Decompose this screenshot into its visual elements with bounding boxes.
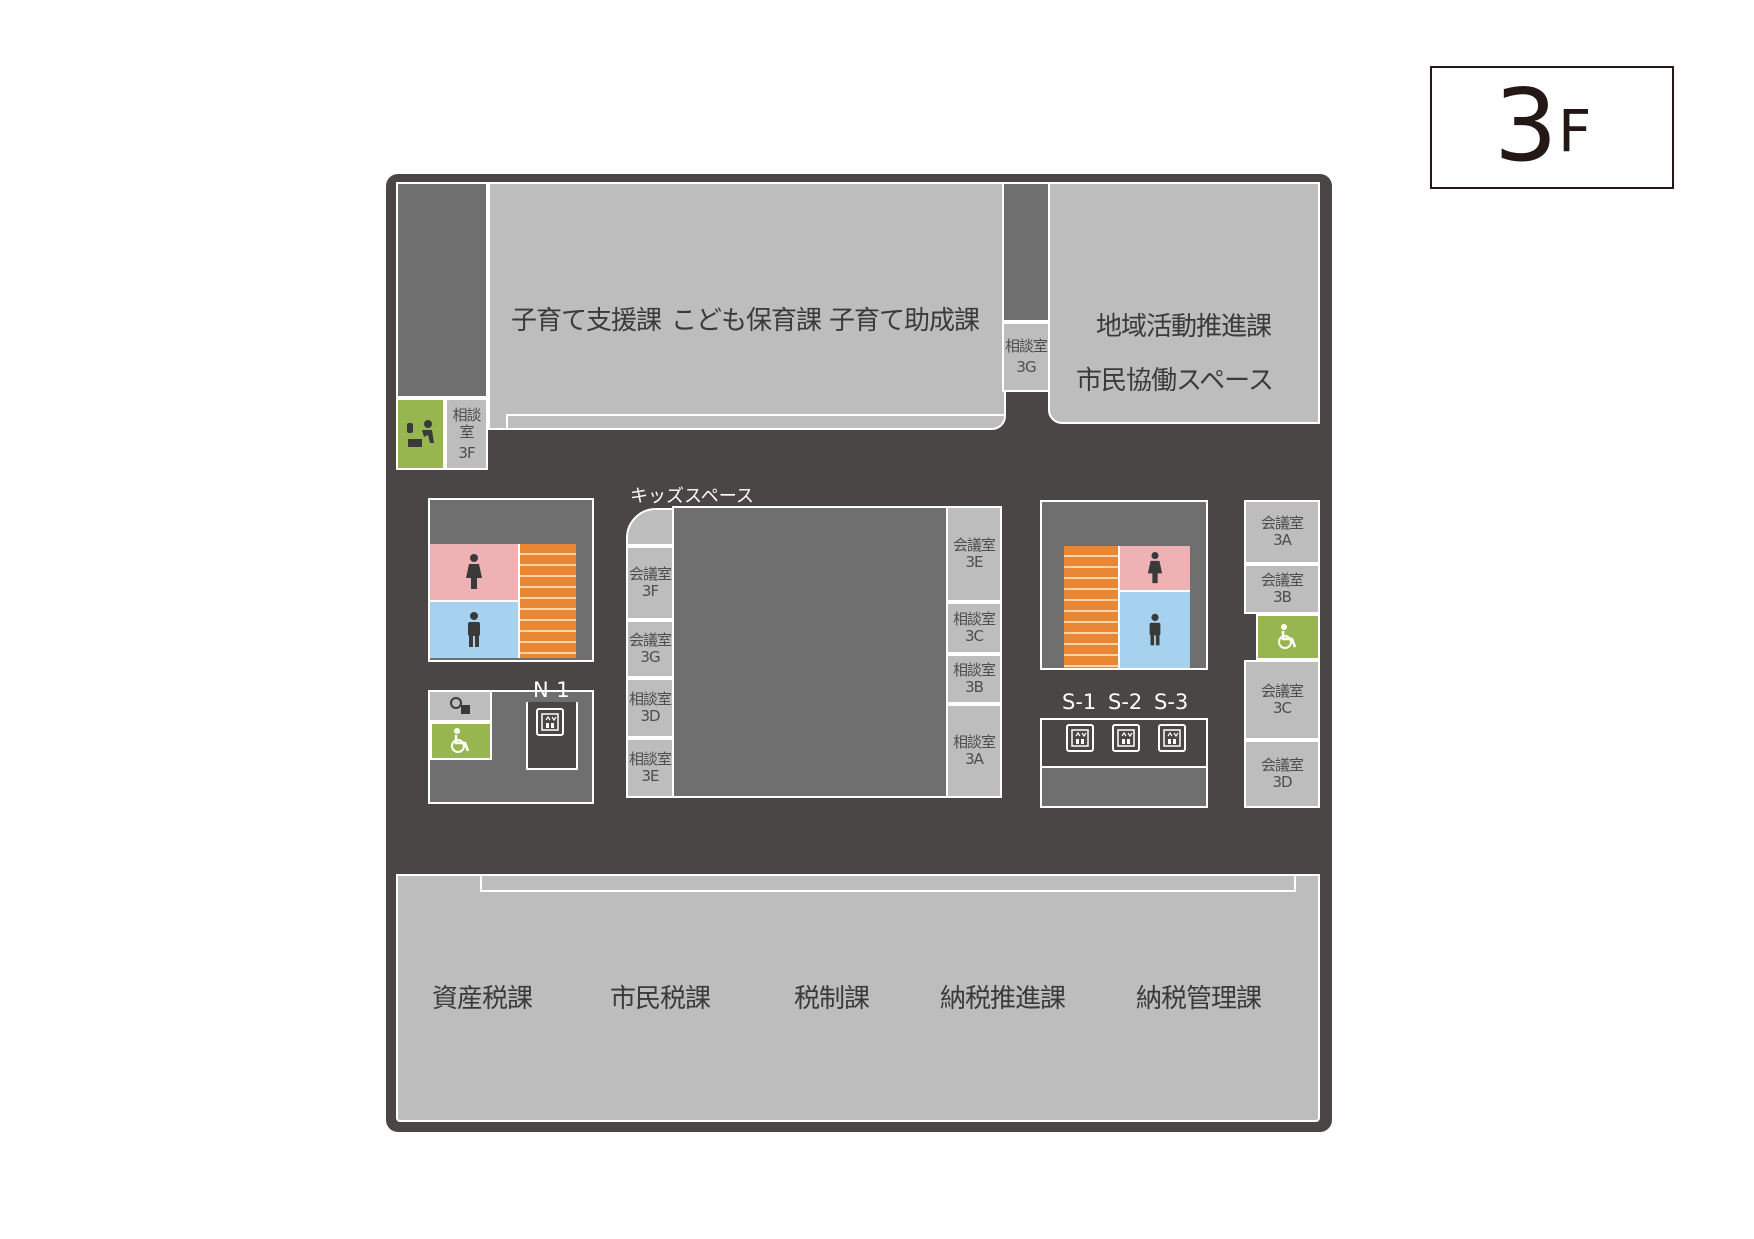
womens-restroom-icon: [466, 554, 482, 589]
consult-room-3e-west[interactable]: 相談室 3E: [626, 738, 674, 798]
west-service-block: [428, 690, 594, 804]
room-code: 3C: [964, 627, 984, 645]
room-name: 会議室: [952, 536, 996, 554]
elevator-label-n1: N-1: [533, 678, 570, 702]
east-stairs: [1064, 546, 1118, 668]
elevator-icon: [1117, 729, 1135, 747]
room-code: 3F: [458, 443, 475, 462]
elevator-s3[interactable]: [1158, 724, 1186, 752]
elevator-n1[interactable]: [536, 708, 564, 736]
room-code: 3E: [641, 767, 659, 785]
floor-badge: 3 F: [1430, 66, 1674, 189]
room-code: 3C: [1272, 699, 1292, 717]
dept-shimin-kyodo: 市民協働スペース: [1076, 366, 1274, 396]
kids-space-label: キッズスペース: [630, 486, 754, 507]
wheelchair-icon: [1278, 624, 1297, 649]
room-code: 3G: [1016, 358, 1036, 376]
floor-number: 3: [1494, 67, 1558, 184]
ostomate-icon: [450, 697, 470, 714]
dept-shiminzei: 市民税課: [610, 984, 711, 1014]
dept-kosodate-shien: 子育て支援課: [511, 306, 662, 336]
room-name: 相談室: [952, 733, 996, 751]
consult-room-3f[interactable]: 相談室 3F: [445, 398, 488, 470]
dept-shisanzei: 資産税課: [432, 984, 533, 1014]
elevator-s2[interactable]: [1112, 724, 1140, 752]
meeting-room-3e[interactable]: 会議室 3E: [946, 506, 1002, 602]
floor-suffix: F: [1558, 97, 1592, 165]
mens-restroom-east: [1118, 592, 1190, 668]
central-core: [672, 506, 948, 798]
consult-room-3b[interactable]: 相談室 3B: [946, 654, 1002, 704]
north-department-area: [488, 182, 1006, 430]
dept-nozei-suishin: 納税推進課: [940, 984, 1066, 1014]
east-restroom-block: [1040, 500, 1208, 670]
womens-restroom: [430, 544, 520, 602]
dept-nozei-kanri: 納税管理課: [1136, 984, 1262, 1014]
south-department-area: [396, 874, 1320, 1122]
baby-care-room: [396, 398, 445, 470]
counter: [480, 876, 1296, 892]
room-name: 相談室: [628, 750, 672, 768]
room-code: 3B: [1273, 588, 1292, 606]
wheelchair-icon: [451, 728, 470, 753]
meeting-room-3d[interactable]: 会議室 3D: [1244, 740, 1320, 808]
dept-kosodate-josei: 子育て助成課: [829, 306, 980, 336]
counter: [506, 414, 1004, 428]
north-middle-core: [1002, 182, 1050, 322]
room-name: 相談室: [952, 610, 996, 628]
dept-chiiki-katsudo: 地域活動推進課: [1096, 312, 1272, 342]
west-stairs: [520, 544, 576, 658]
north-west-core: [396, 182, 488, 398]
elevator-icon: [1163, 729, 1181, 747]
room-name: 会議室: [628, 631, 672, 649]
room-code: 3A: [965, 750, 984, 768]
consult-room-3c[interactable]: 相談室 3C: [946, 602, 1002, 654]
room-code: 3B: [965, 678, 984, 696]
west-restroom-block: [428, 498, 594, 662]
accessible-restroom-east: [1256, 614, 1320, 660]
room-name: 会議室: [1260, 514, 1304, 532]
room-name: 会議室: [1260, 682, 1304, 700]
elevator-label-s3: S-3: [1154, 690, 1189, 714]
dept-zeisei: 税制課: [794, 984, 870, 1014]
meeting-room-3b[interactable]: 会議室 3B: [1244, 564, 1320, 614]
north-east-department-area: [1048, 182, 1320, 424]
baby-care-icon: [406, 420, 434, 447]
mens-restroom-icon: [468, 612, 480, 647]
consult-room-3a[interactable]: 相談室 3A: [946, 704, 1002, 798]
room-name: 相談室: [952, 661, 996, 679]
womens-restroom-icon: [1147, 552, 1163, 584]
room-code: 3F: [641, 582, 659, 600]
elevator-label-s1: S-1: [1062, 690, 1097, 714]
room-name: 会議室: [1260, 756, 1304, 774]
consult-room-3d-west[interactable]: 相談室 3D: [626, 678, 674, 738]
room-name: 会議室: [1260, 571, 1304, 589]
room-code: 3A: [1273, 531, 1292, 549]
room-name: 相談室: [452, 405, 481, 441]
room-code: 3D: [1272, 773, 1292, 791]
meeting-room-3f[interactable]: 会議室 3F: [626, 546, 674, 620]
womens-restroom-east: [1118, 546, 1190, 592]
accessible-restroom-west: [430, 722, 492, 760]
meeting-room-3g[interactable]: 会議室 3G: [626, 620, 674, 678]
meeting-room-3a[interactable]: 会議室 3A: [1244, 500, 1320, 564]
elevator-icon: [541, 713, 559, 731]
south-east-core: [1040, 766, 1208, 808]
elevator-icon: [1071, 729, 1089, 747]
room-code: 3G: [640, 648, 660, 666]
room-name: 相談室: [628, 690, 672, 708]
dept-kodomo-hoiku: こども保育課: [671, 306, 822, 336]
meeting-room-3c[interactable]: 会議室 3C: [1244, 660, 1320, 740]
room-code: 3E: [965, 553, 983, 571]
elevator-s1[interactable]: [1066, 724, 1094, 752]
room-code: 3D: [640, 707, 660, 725]
room-name: 相談室: [1004, 337, 1048, 355]
consult-room-3g-top[interactable]: 相談室 3G: [1002, 322, 1050, 392]
mens-restroom: [430, 602, 520, 658]
elevator-label-s2: S-2: [1108, 690, 1143, 714]
mens-restroom-icon: [1149, 613, 1161, 646]
room-name: 会議室: [628, 565, 672, 583]
ostomate-room: [430, 692, 492, 722]
